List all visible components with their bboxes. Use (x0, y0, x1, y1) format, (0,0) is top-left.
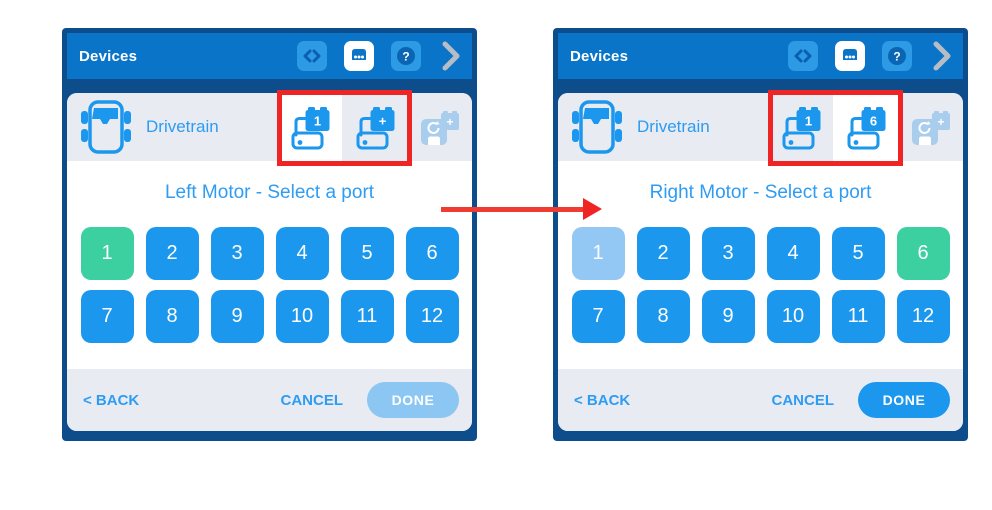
devices-title: Devices (79, 47, 138, 65)
svg-text:?: ? (402, 50, 409, 64)
svg-text:+: + (937, 115, 944, 129)
port-button-11[interactable]: 11 (340, 290, 394, 343)
port-button-5[interactable]: 5 (831, 227, 885, 280)
drivetrain-label: Drivetrain (146, 117, 219, 136)
svg-text:?: ? (893, 50, 900, 64)
port-button-9[interactable]: 9 (701, 290, 755, 343)
device-card: Drivetrain 1 + + Left Motor - Select a por… (67, 93, 472, 431)
devices-title: Devices (570, 47, 629, 65)
code-icon[interactable] (297, 41, 327, 71)
port-button-1[interactable]: 1 (80, 227, 134, 280)
motor-slot-icon[interactable]: + (342, 93, 407, 161)
port-select-prompt: Left Motor - Select a port (164, 182, 375, 203)
back-button[interactable]: < BACK (83, 391, 140, 409)
done-button[interactable]: DONE (858, 382, 950, 418)
help-icon[interactable]: ? (391, 41, 421, 71)
chevron-right-icon[interactable] (929, 40, 955, 72)
port-button-4[interactable]: 4 (766, 227, 820, 280)
svg-text:1: 1 (804, 114, 811, 129)
svg-text:1: 1 (313, 114, 320, 129)
port-button-6[interactable]: 6 (896, 227, 950, 280)
header-icon-group: ? (788, 40, 955, 72)
port-button-3[interactable]: 3 (210, 227, 264, 280)
drivetrain-row[interactable]: Drivetrain 1 + + (67, 93, 472, 161)
port-button-10[interactable]: 10 (275, 290, 329, 343)
port-button-7[interactable]: 7 (571, 290, 625, 343)
port-button-12[interactable]: 12 (405, 290, 459, 343)
devices-header: Devices ? (558, 33, 963, 79)
svg-text:6: 6 (869, 114, 876, 129)
gyro-slot-icon[interactable]: + (407, 93, 472, 161)
port-button-3[interactable]: 3 (701, 227, 755, 280)
gyro-slot-icon[interactable]: + (898, 93, 963, 161)
svg-text:+: + (446, 115, 453, 129)
port-button-4[interactable]: 4 (275, 227, 329, 280)
help-icon[interactable]: ? (882, 41, 912, 71)
port-select-prompt: Right Motor - Select a port (649, 182, 872, 203)
footer-bar: < BACK CANCEL DONE (558, 369, 963, 431)
drivetrain-slots: 1 + + (277, 93, 472, 161)
port-button-2[interactable]: 2 (636, 227, 690, 280)
devices-header: Devices ? (67, 33, 472, 79)
port-button-11[interactable]: 11 (831, 290, 885, 343)
motor-slot-icon[interactable]: 6 (833, 93, 898, 161)
device-card: Drivetrain 1 6 + Right Motor - Select a po… (558, 93, 963, 431)
port-button-8[interactable]: 8 (145, 290, 199, 343)
chevron-right-icon[interactable] (438, 40, 464, 72)
device-port-icon[interactable] (344, 41, 374, 71)
device-config-panel-before: Devices ? Drivetrain 1++ Left Motor - (62, 28, 477, 441)
motor-slot-icon[interactable]: 1 (768, 93, 833, 161)
port-button-6[interactable]: 6 (405, 227, 459, 280)
port-button-5[interactable]: 5 (340, 227, 394, 280)
header-icon-group: ? (297, 40, 464, 72)
done-button[interactable]: DONE (367, 382, 459, 418)
code-icon[interactable] (788, 41, 818, 71)
port-button-8[interactable]: 8 (636, 290, 690, 343)
port-button-7[interactable]: 7 (80, 290, 134, 343)
drivetrain-icon (81, 100, 131, 154)
port-button-10[interactable]: 10 (766, 290, 820, 343)
svg-text:+: + (378, 114, 386, 129)
drivetrain-row[interactable]: Drivetrain 1 6 + (558, 93, 963, 161)
cancel-button[interactable]: CANCEL (771, 391, 835, 409)
drivetrain-label: Drivetrain (637, 117, 710, 136)
port-button-2[interactable]: 2 (145, 227, 199, 280)
footer-bar: < BACK CANCEL DONE (67, 369, 472, 431)
port-button-1[interactable]: 1 (571, 227, 625, 280)
port-button-9[interactable]: 9 (210, 290, 264, 343)
drivetrain-slots: 1 6 + (768, 93, 963, 161)
cancel-button[interactable]: CANCEL (280, 391, 344, 409)
device-port-icon[interactable] (835, 41, 865, 71)
port-button-12[interactable]: 12 (896, 290, 950, 343)
back-button[interactable]: < BACK (574, 391, 631, 409)
motor-slot-icon[interactable]: 1 (277, 93, 342, 161)
drivetrain-icon (572, 100, 622, 154)
